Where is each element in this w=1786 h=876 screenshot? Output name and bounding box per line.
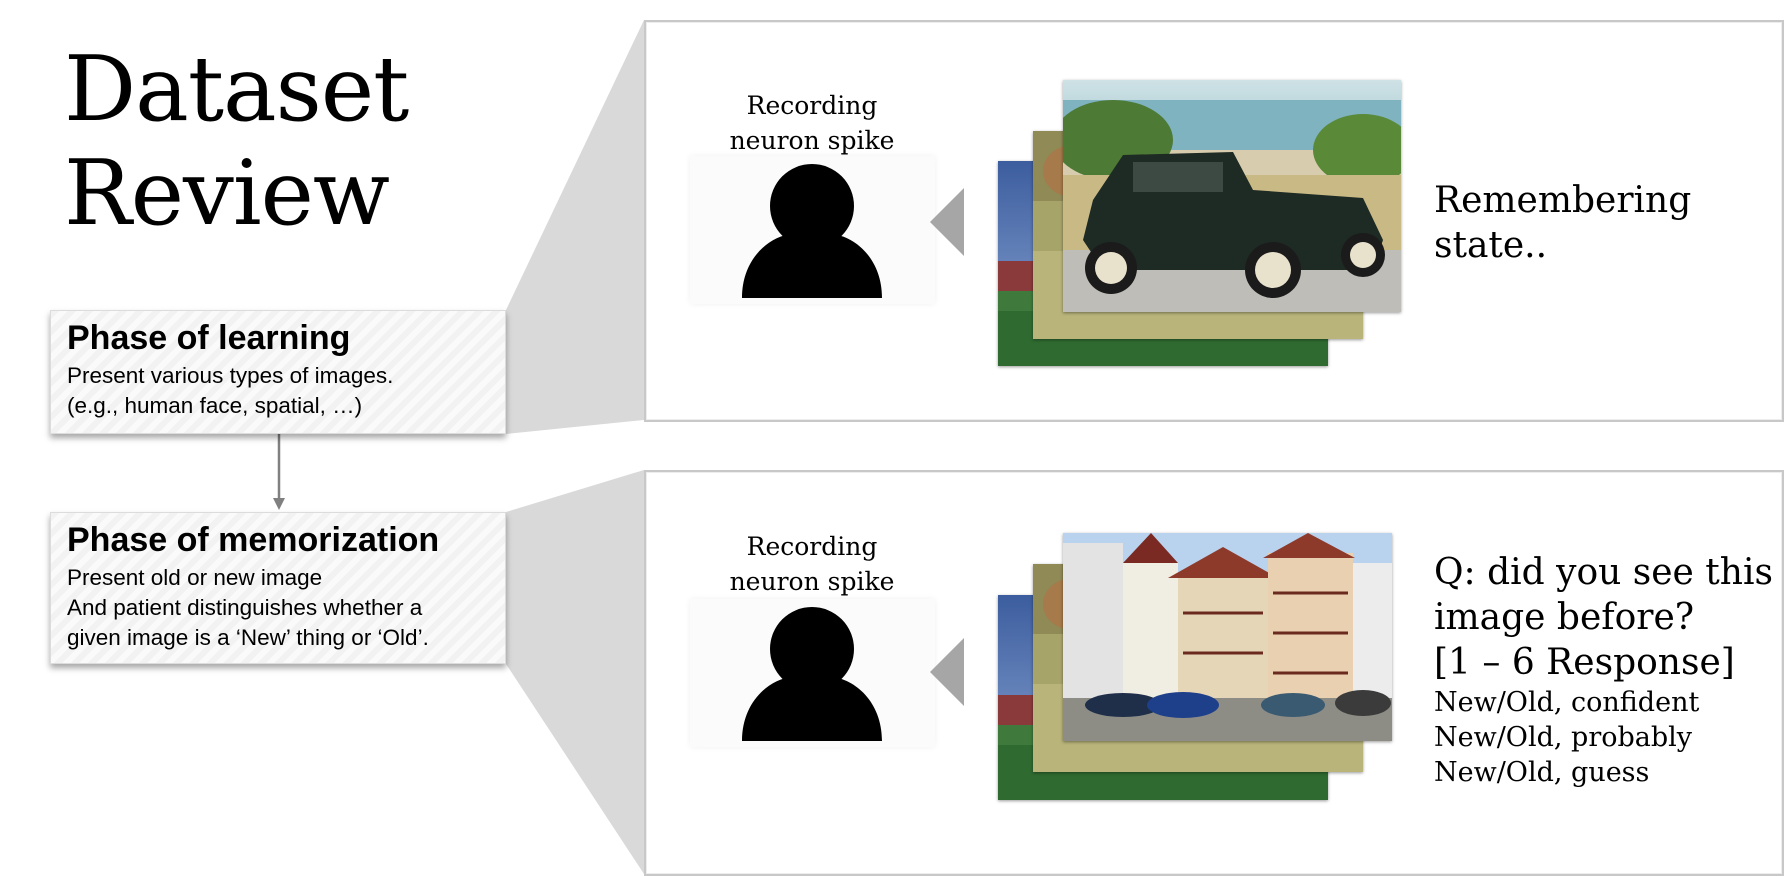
- learning-recording-line-1: Recording: [746, 91, 878, 120]
- title-line-1: Dataset: [64, 37, 409, 142]
- learning-callout-wedge: [506, 20, 644, 434]
- memorization-phase-desc-1: Present old or new image: [67, 565, 323, 590]
- memorization-response-header: [1 – 6 Response]: [1434, 642, 1735, 683]
- memorization-person-icon: [742, 607, 882, 741]
- memorization-recording-line-1: Recording: [746, 532, 878, 561]
- memorization-response-option-2: New/Old, probably: [1434, 722, 1693, 753]
- memorization-phase-desc-2: And patient distinguishes whether a: [67, 595, 423, 620]
- phase-connector-arrowhead: [273, 498, 285, 510]
- memorization-recording-line-2: neuron spike: [729, 567, 895, 596]
- learning-recording-line-2: neuron spike: [729, 126, 895, 155]
- memorization-pointer-triangle: [930, 638, 964, 706]
- learning-recording-label: Recording neuron spike: [692, 88, 932, 158]
- memorization-phase-desc-3: given image is a ‘New’ thing or ‘Old’.: [67, 625, 429, 650]
- memorization-response-option-3: New/Old, guess: [1434, 757, 1650, 788]
- memorization-question-line-1: Q: did you see this: [1434, 552, 1773, 593]
- learning-pointer-triangle: [930, 188, 964, 256]
- title-line-2: Review: [64, 141, 390, 246]
- learning-phase-desc-1: Present various types of images.: [67, 363, 394, 388]
- learning-car-photo: [1063, 80, 1401, 312]
- learning-state-line-1: Remembering: [1434, 180, 1692, 221]
- memorization-callout-wedge: [506, 470, 644, 874]
- memorization-phase-box: Phase of memorization Present old or new…: [50, 512, 506, 664]
- memorization-question-line-2: image before?: [1434, 597, 1695, 638]
- learning-phase-heading: Phase of learning: [67, 319, 351, 357]
- learning-state-line-2: state..: [1434, 225, 1548, 266]
- learning-phase-desc-2: (e.g., human face, spatial, …): [67, 393, 363, 418]
- learning-phase-box: Phase of learning Present various types …: [50, 310, 506, 434]
- memorization-phase-heading: Phase of memorization: [67, 521, 440, 559]
- memorization-houses-photo: [1063, 533, 1392, 741]
- page-title: Dataset Review: [64, 37, 409, 246]
- memorization-recording-label: Recording neuron spike: [692, 529, 932, 599]
- memorization-question-block: Q: did you see this image before? [1 – 6…: [1434, 550, 1773, 790]
- learning-person-icon: [742, 164, 882, 298]
- memorization-response-option-1: New/Old, confident: [1434, 687, 1700, 718]
- learning-state-text: Remembering state..: [1434, 178, 1691, 268]
